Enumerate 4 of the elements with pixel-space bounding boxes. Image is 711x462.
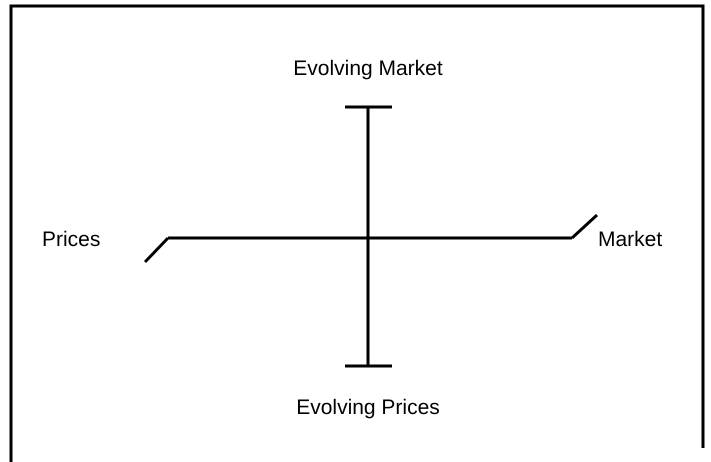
axis-label: Market: [598, 228, 662, 252]
axis-label: Evolving Market: [293, 57, 443, 81]
axis-label: Prices: [42, 228, 100, 252]
axis-label: Evolving Prices: [296, 396, 440, 420]
